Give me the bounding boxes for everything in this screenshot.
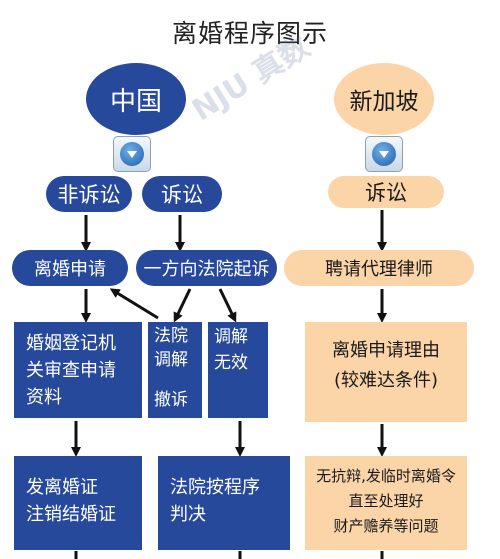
issue-certificate-line-1: 发离婚证 [26, 477, 98, 498]
mediation-invalid-node: 调解 无效 [208, 322, 268, 418]
court-mediation-node: 法院 调解 撤诉 [148, 322, 202, 418]
marriage-registry-node: 婚姻登记机 关审查申请 资料 [14, 322, 142, 418]
no-defense-line-1: 无抗辩,发临时离婚令 [316, 467, 456, 485]
china-down-arrow-icon [113, 136, 151, 172]
unilateral-suit-node: 一方向法院起诉 [136, 250, 277, 286]
no-defense-node: 无抗辩,发临时离婚令 直至处理好 财产赡养等问题 [305, 456, 467, 550]
marriage-registry-line-3: 资料 [26, 387, 62, 408]
issue-certificate-node: 发离婚证 注销结婚证 [14, 456, 142, 550]
arrow-suit-to-mediation [173, 288, 192, 323]
non-litigation-node: 非诉讼 [46, 176, 132, 212]
no-defense-line-2: 直至处理好 [348, 492, 424, 510]
mediation-invalid-line-2: 无效 [214, 353, 248, 373]
court-judgment-line-2: 判决 [170, 504, 206, 525]
marriage-registry-line-1: 婚姻登记机 [26, 333, 116, 354]
court-mediation-line-2: 调解 [154, 350, 188, 370]
divorce-reason-line-1: 离婚申请理由 [332, 340, 440, 361]
singapore-down-arrow-icon [365, 136, 403, 172]
hire-lawyer-node: 聘请代理律师 [284, 250, 474, 286]
china-node: 中国 [86, 63, 186, 135]
court-judgment-node: 法院按程序 判决 [158, 456, 290, 550]
court-judgment-line-1: 法院按程序 [170, 477, 260, 498]
litigation-node: 诉讼 [142, 176, 222, 212]
court-mediation-line-1: 法院 [154, 326, 188, 346]
marriage-registry-line-2: 关审查申请 [26, 360, 116, 381]
divorce-application-node: 离婚申请 [12, 250, 128, 286]
no-defense-line-3: 财产赡养等问题 [333, 517, 439, 535]
arrow-suit-to-invalid [218, 288, 237, 323]
singapore-node: 新加坡 [334, 63, 434, 135]
court-mediation-line-3 [154, 372, 196, 388]
sg-litigation-node: 诉讼 [328, 176, 444, 208]
arrow-mediation-to-application [109, 288, 159, 320]
issue-certificate-line-2: 注销结婚证 [26, 504, 116, 525]
court-mediation-line-4: 撤诉 [154, 390, 188, 410]
mediation-invalid-line-1: 调解 [214, 327, 248, 347]
divorce-reason-node: 离婚申请理由 (较难达条件) [305, 322, 467, 422]
diagram-title: 离婚程序图示 [171, 19, 328, 48]
divorce-reason-line-2: (较难达条件) [333, 370, 439, 391]
